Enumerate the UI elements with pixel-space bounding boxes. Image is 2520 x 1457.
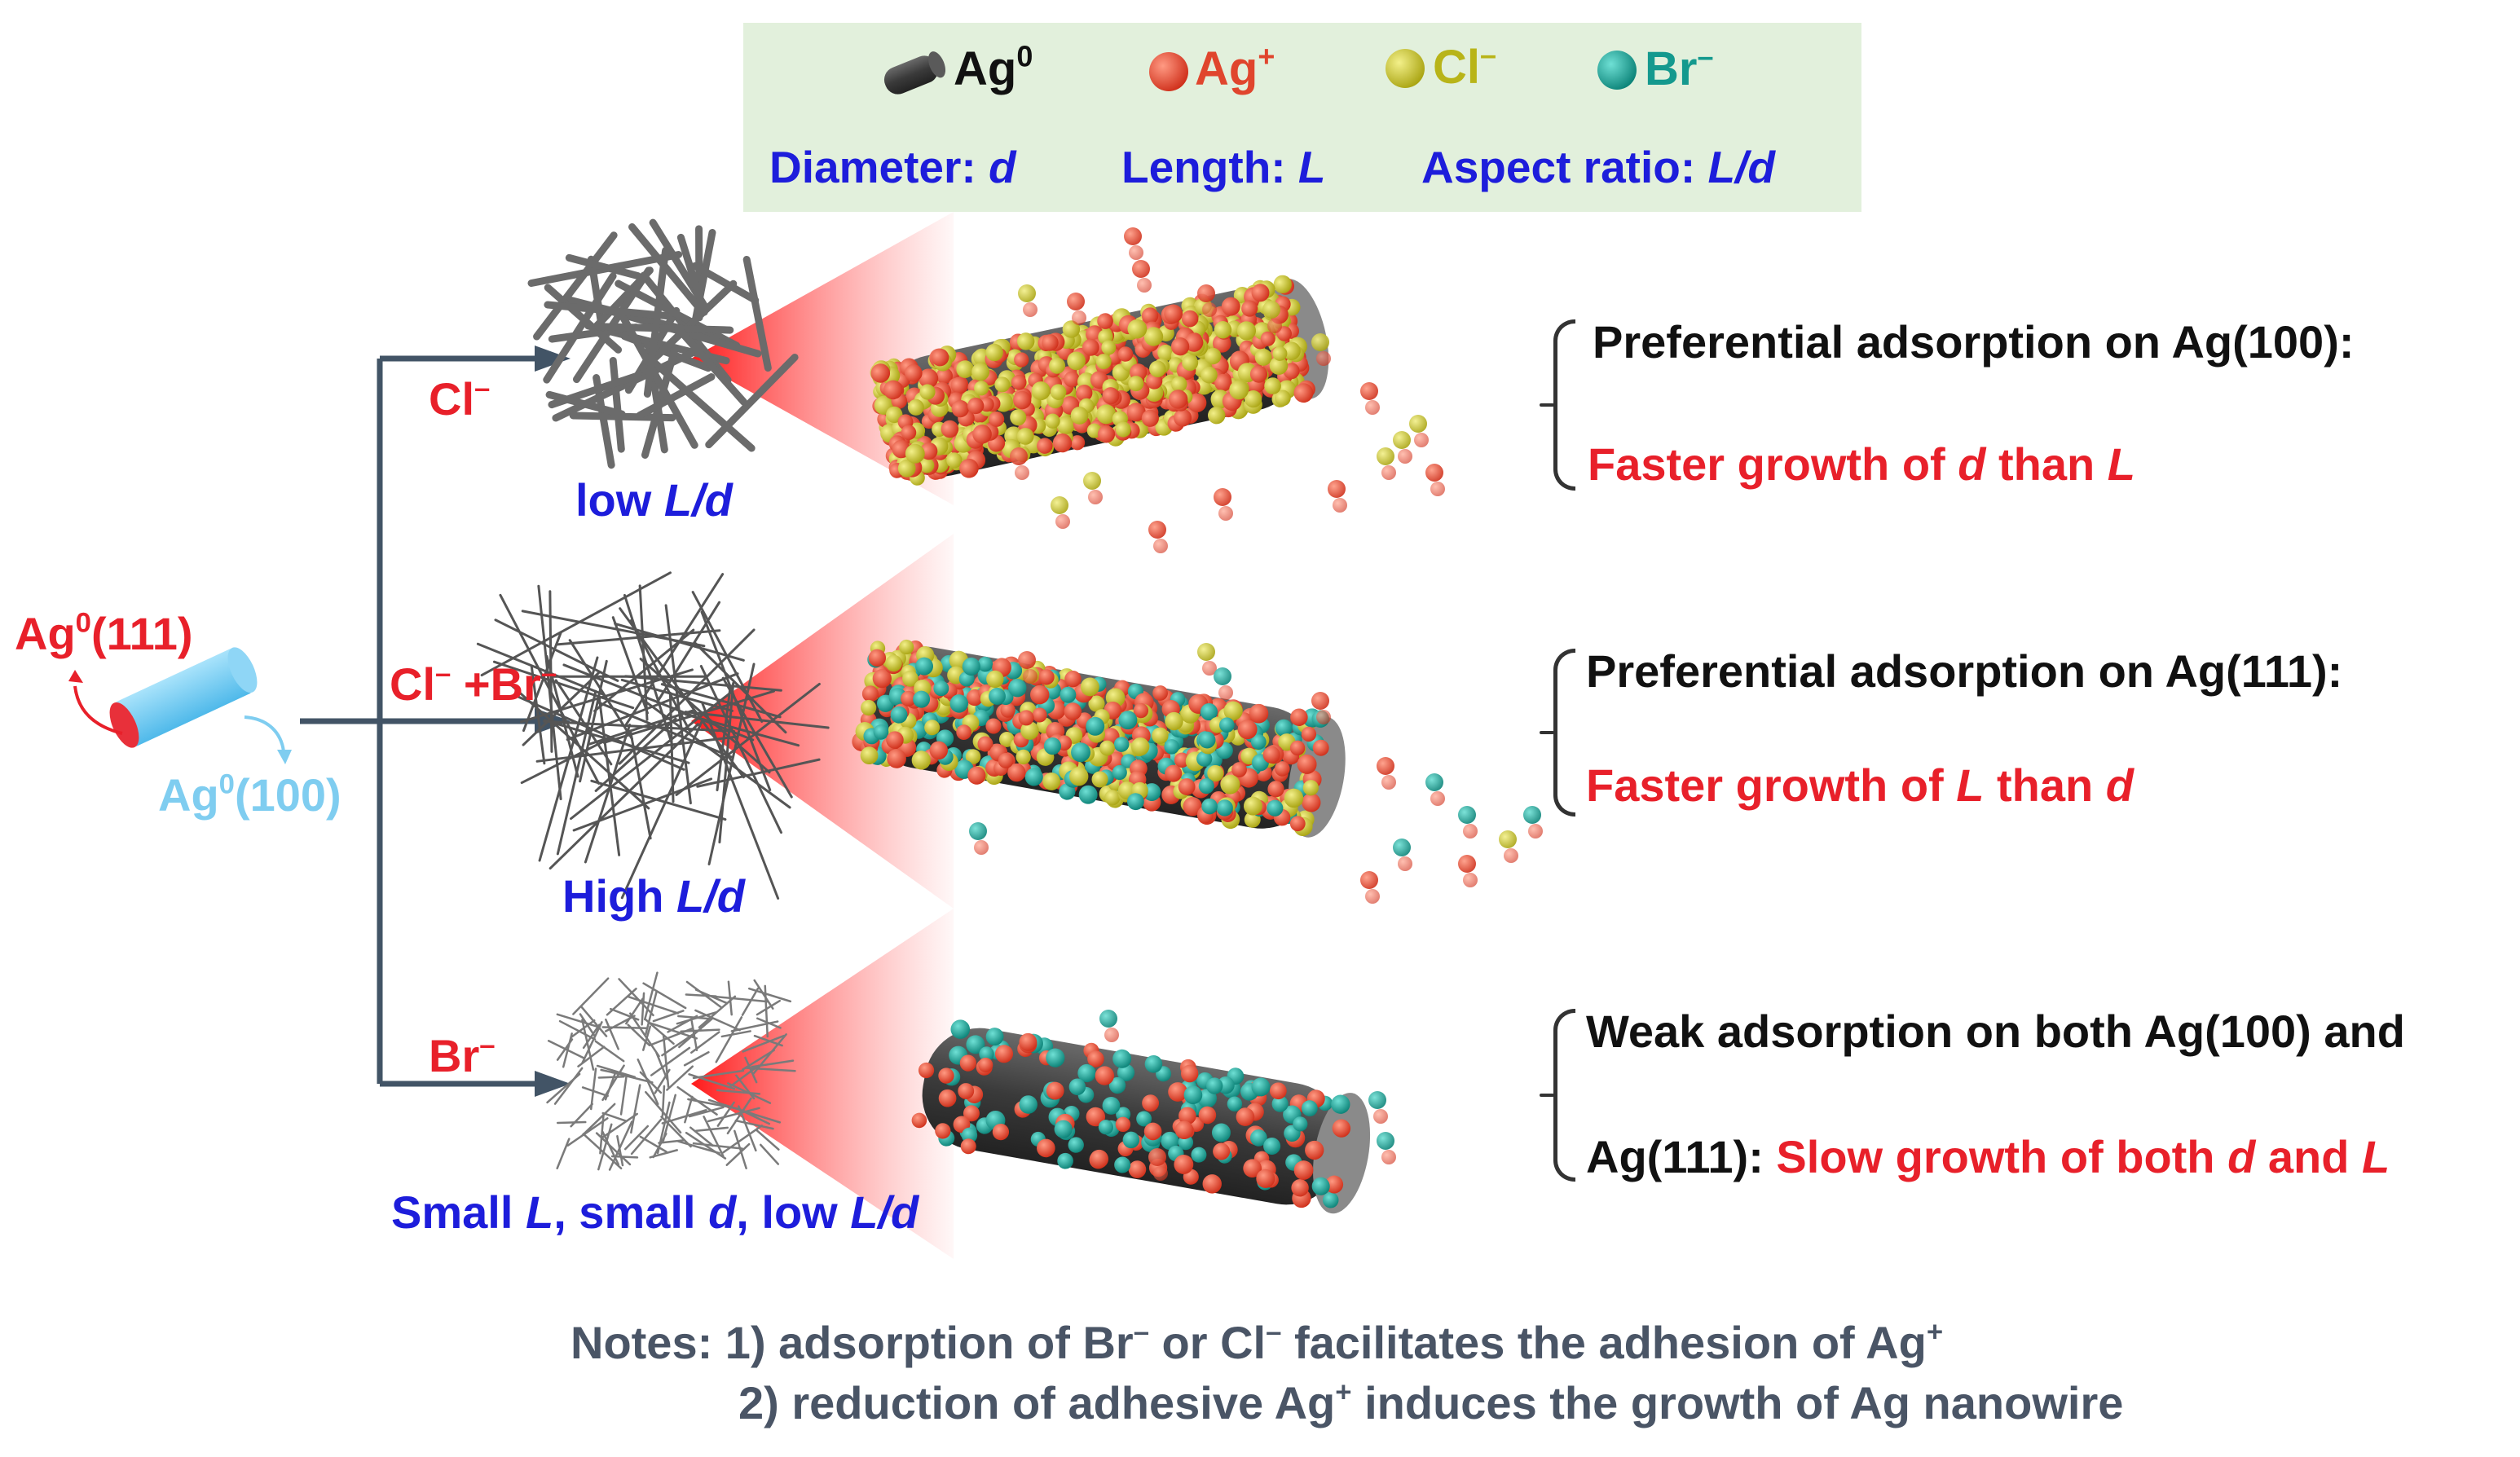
seed-facet-arrows: [68, 670, 292, 764]
nanowire-rod-br: [911, 1019, 1371, 1214]
branch-1-result-label: low L/d: [575, 474, 733, 526]
notes-line-1: Notes: 1) adsorption of Br– or Cl– facil…: [571, 1316, 1944, 1368]
brace-1: [1540, 319, 1575, 491]
branch-2-ion-label: Cl– +Br–: [390, 658, 557, 710]
branch-1-outcome: Faster growth of d than L: [1588, 438, 2135, 490]
legend-length: Length: L: [1121, 142, 1326, 192]
seed-facet-111-label: Ag0(111): [15, 607, 193, 659]
legend-diameter: Diameter: d: [769, 142, 1016, 192]
brace-3: [1540, 1009, 1575, 1182]
nanowire-cluster-small: [546, 971, 796, 1171]
legend-br-label: Br–: [1645, 39, 1714, 95]
branch-2-result-label: High L/d: [562, 870, 745, 922]
branch-2-outcome: Faster growth of L than d: [1586, 759, 2134, 811]
legend-cl-icon: [1386, 49, 1425, 88]
nanowire-cluster-high-aspect: [476, 571, 830, 900]
branch-1-mechanism: Preferential adsorption on Ag(100):: [1593, 316, 2355, 368]
branch-3-outcome: Ag(111): Slow growth of both d and L: [1586, 1131, 2390, 1182]
seed-facet-100-label: Ag0(100): [158, 768, 341, 821]
nanowire-cluster-low-aspect: [527, 218, 799, 469]
legend-aspect: Aspect ratio: L/d: [1421, 142, 1775, 192]
nanowire-rod-cl: [870, 275, 1329, 486]
legend-ag0-icon: [883, 51, 946, 95]
brace-2: [1540, 649, 1575, 817]
branch-3-ion-label: Br–: [429, 1029, 496, 1081]
nanowire-rod-cl-br: [852, 639, 1346, 838]
legend-ag0-label: Ag0: [954, 39, 1033, 95]
legend-agplus-icon: [1149, 52, 1188, 91]
cone-3: [691, 909, 954, 1259]
branch-1-ion-label: Cl–: [429, 372, 491, 425]
seed-nanorod-icon: [109, 647, 258, 748]
branch-2-mechanism: Preferential adsorption on Ag(111):: [1586, 645, 2343, 697]
branch-3-result-label: Small L, small d, low L/d: [391, 1186, 919, 1238]
legend-cl-label: Cl–: [1433, 37, 1496, 94]
legend-br-icon: [1597, 51, 1637, 90]
branch-3-mechanism: Weak adsorption on both Ag(100) and: [1586, 1006, 2405, 1057]
cone-2: [691, 534, 954, 909]
notes-line-2: 2) reduction of adhesive Ag+ induces the…: [738, 1376, 2124, 1428]
legend-agplus-label: Ag+: [1195, 39, 1275, 95]
